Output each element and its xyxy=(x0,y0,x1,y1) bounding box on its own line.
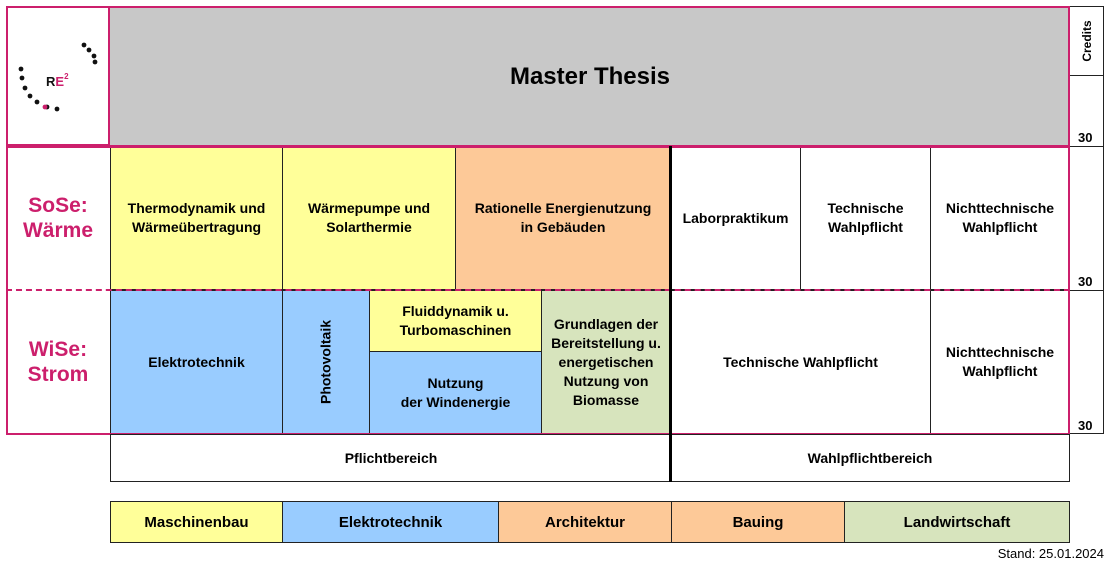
credits-sose: 30 xyxy=(1078,274,1093,289)
re2-logo: RE2 xyxy=(18,42,98,112)
module-nichttechnische-wahlpflicht-sose: Nichttechnische Wahlpflicht xyxy=(930,146,1070,290)
semester-label-wise: WiSe: Strom xyxy=(27,338,89,386)
module-waermepumpe: Wärmepumpe und Solarthermie xyxy=(282,146,456,290)
module-elektrotechnik: Elektrotechnik xyxy=(110,290,283,434)
legend-bauing: Bauing xyxy=(671,501,845,543)
credits-column xyxy=(1070,76,1104,434)
module-laborpraktikum: Laborpraktikum xyxy=(670,146,801,290)
legend-architektur: Architektur xyxy=(498,501,672,543)
module-fluiddynamik: Fluiddynamik u. Turbomaschinen xyxy=(369,290,542,352)
module-thermodynamik: Thermodynamik und Wärmeübertragung xyxy=(110,146,283,290)
master-thesis-block: Master Thesis xyxy=(110,6,1070,146)
module-technische-wahlpflicht-sose: Technische Wahlpflicht xyxy=(800,146,931,290)
module-biomasse: Grundlagen der Bereitstellung u. energet… xyxy=(541,290,671,434)
credits-thesis: 30 xyxy=(1078,130,1093,145)
credits-wise: 30 xyxy=(1078,418,1093,433)
legend-maschinenbau: Maschinenbau xyxy=(110,501,283,543)
stand-date: Stand: 25.01.2024 xyxy=(997,546,1104,561)
module-nichttechnische-wahlpflicht-wise: Nichttechnische Wahlpflicht xyxy=(930,290,1070,434)
semester-separator-dashed xyxy=(6,289,1070,291)
module-rationelle-energienutzung: Rationelle Energienutzung in Gebäuden xyxy=(455,146,671,290)
legend-landwirtschaft: Landwirtschaft xyxy=(844,501,1070,543)
credits-divider xyxy=(1070,146,1104,147)
photovoltaik-label: Photovoltaik xyxy=(317,319,334,405)
module-windenergie: Nutzung der Windenergie xyxy=(369,351,542,434)
master-thesis-title: Master Thesis xyxy=(509,62,671,90)
credits-header: Credits xyxy=(1070,6,1104,76)
pflicht-wahlpflicht-divider xyxy=(669,146,672,482)
legend-elektrotechnik: Elektrotechnik xyxy=(282,501,499,543)
logo-cell: RE2 xyxy=(6,6,110,146)
svg-text:RE2: RE2 xyxy=(46,72,69,89)
area-pflichtbereich: Pflichtbereich xyxy=(110,434,672,482)
module-technische-wahlpflicht-wise: Technische Wahlpflicht xyxy=(670,290,931,434)
credits-divider xyxy=(1070,290,1104,291)
area-wahlpflichtbereich: Wahlpflichtbereich xyxy=(670,434,1070,482)
credits-label: Credits xyxy=(1079,20,1094,62)
semester-label-sose: SoSe: Wärme xyxy=(22,194,94,242)
module-photovoltaik: Photovoltaik xyxy=(282,290,370,434)
